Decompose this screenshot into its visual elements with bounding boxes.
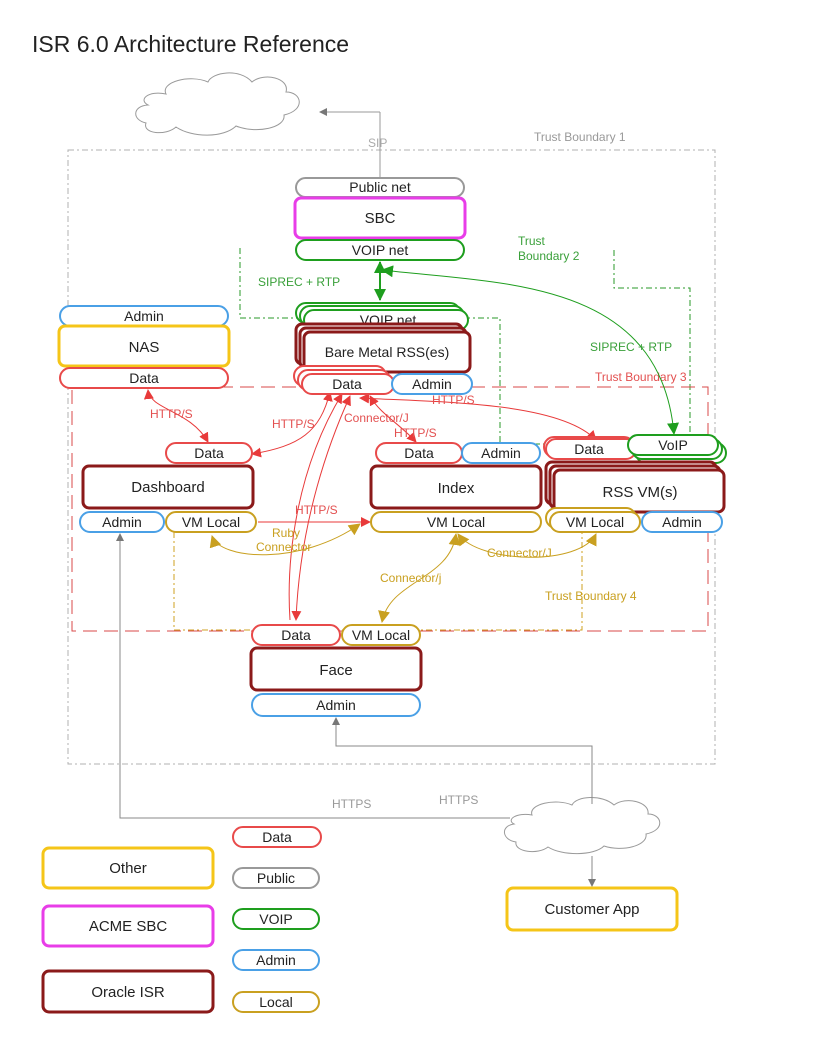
rssvm-data-label: Data (574, 441, 604, 457)
rssvm-voip-label: VoIP (658, 437, 688, 453)
index-data-label: Data (404, 445, 434, 461)
legend-local-label: Local (259, 994, 292, 1010)
connector-j-label-1: Connector/J (344, 411, 409, 425)
legend-oracle-isr-label: Oracle ISR (91, 984, 165, 1001)
face-vmlocal-pill[interactable] (341, 624, 421, 646)
legend-public-label: Public (257, 870, 295, 886)
rssvm-vmlocal-label: VM Local (566, 514, 624, 530)
rss-admin-label: Admin (412, 376, 452, 392)
index-admin-label: Admin (481, 445, 521, 461)
trust-boundary-4-label: Trust Boundary 4 (545, 589, 637, 603)
trust-boundary-1-label: Trust Boundary 1 (534, 130, 626, 144)
customer-app-label: Customer App (544, 901, 639, 918)
rssvm-box[interactable] (552, 468, 726, 514)
dashboard-data-pill[interactable] (165, 442, 253, 464)
https-label-1: HTTPS (332, 797, 371, 811)
http-face-connection (288, 393, 343, 621)
rssvm-admin-pill[interactable] (641, 511, 723, 533)
index-box[interactable] (369, 464, 543, 510)
https-dashboard-connection (116, 533, 510, 819)
legend-voip-pill (232, 908, 320, 930)
http-index-label: HTTP/S (394, 426, 437, 440)
index-vmlocal-label: VM Local (427, 514, 485, 530)
legend-acme-sbc-box (41, 904, 215, 948)
legend-data-pill (232, 826, 322, 848)
rss-label: Bare Metal RSS(es) (325, 344, 449, 360)
connector-j-index-rssvm (457, 533, 597, 558)
http-rss-vm-label: HTTP/S (432, 393, 475, 407)
connector-j-label-3: Connector/j (380, 571, 441, 585)
rssvm-label: RSS VM(s) (603, 484, 678, 501)
customer-cloud-icon (504, 797, 661, 855)
legend-local-pill (232, 991, 320, 1013)
connector-j-rss-face (291, 395, 351, 621)
http-face-label: HTTP/S (295, 503, 338, 517)
http-rss-index (369, 395, 417, 443)
face-data-pill[interactable] (251, 624, 341, 646)
face-admin-pill[interactable] (251, 693, 421, 717)
sbc-label: SBC (365, 210, 396, 227)
connector-j-index-face (378, 533, 461, 623)
face-box[interactable] (249, 646, 423, 692)
face-label: Face (319, 662, 352, 679)
index-admin-pill[interactable] (461, 442, 541, 464)
legend-admin-pill (232, 949, 320, 971)
rss-data-label: Data (332, 376, 362, 392)
dashboard-admin-label: Admin (102, 514, 142, 530)
voip-net-label: VOIP net (352, 242, 409, 258)
rssvm-admin-label: Admin (662, 514, 702, 530)
page-title: ISR 6.0 Architecture Reference (32, 31, 349, 57)
https-face-connection (332, 717, 593, 804)
dashboard-admin-pill[interactable] (79, 511, 165, 533)
nas-data-label: Data (129, 370, 159, 386)
siprec-label-2: SIPREC + RTP (590, 340, 672, 354)
legend-other-label: Other (109, 860, 147, 877)
dashboard-label: Dashboard (131, 479, 204, 496)
siprec-rssvm-connection (381, 265, 679, 435)
legend-oracle-isr-box (41, 969, 215, 1014)
trust-boundary-4 (173, 518, 583, 631)
dashboard-data-label: Data (194, 445, 224, 461)
trust-boundary-3-label: Trust Boundary 3 (595, 370, 687, 384)
legend-admin-label: Admin (256, 952, 296, 968)
nas-label: NAS (129, 339, 160, 356)
public-net-label: Public net (349, 179, 411, 195)
dashboard-vmlocal-pill[interactable] (165, 511, 257, 533)
http-nas-label: HTTP/S (150, 407, 193, 421)
rssvm-voip-pill[interactable] (627, 434, 719, 456)
voip-net-pill[interactable] (295, 239, 465, 261)
dashboard-box[interactable] (81, 464, 255, 510)
nas-box[interactable] (57, 324, 231, 368)
legend-acme-sbc-label: ACME SBC (89, 918, 168, 935)
siprec-label-1: SIPREC + RTP (258, 275, 340, 289)
legend-voip-label: VOIP (259, 911, 292, 927)
index-vmlocal-pill[interactable] (370, 511, 542, 533)
customer-app-box[interactable] (505, 886, 679, 932)
face-vmlocal-label: VM Local (352, 627, 410, 643)
sbc-box[interactable] (293, 196, 467, 240)
face-admin-label: Admin (316, 697, 356, 713)
rss-admin-pill[interactable] (391, 373, 473, 395)
ruby-connector-connection (209, 523, 361, 556)
dashboard-vmlocal-label: VM Local (182, 514, 240, 530)
face-data-label: Data (281, 627, 311, 643)
nas-data-pill[interactable] (59, 367, 229, 389)
legend-other-box (41, 846, 215, 890)
http-nas-dashboard (143, 389, 209, 443)
http-rss-dash-label: HTTP/S (272, 417, 315, 431)
connector-j-label-2: Connector/J (487, 546, 552, 560)
legend-data-label: Data (262, 829, 292, 845)
index-label: Index (438, 480, 475, 497)
internet-cloud-icon (135, 72, 300, 136)
https-label-2: HTTPS (439, 793, 478, 807)
sip-label: SIP (368, 136, 387, 150)
nas-admin-label: Admin (124, 308, 164, 324)
legend-public-pill (232, 867, 320, 889)
rssvm-vmlocal-pill[interactable] (549, 511, 641, 533)
